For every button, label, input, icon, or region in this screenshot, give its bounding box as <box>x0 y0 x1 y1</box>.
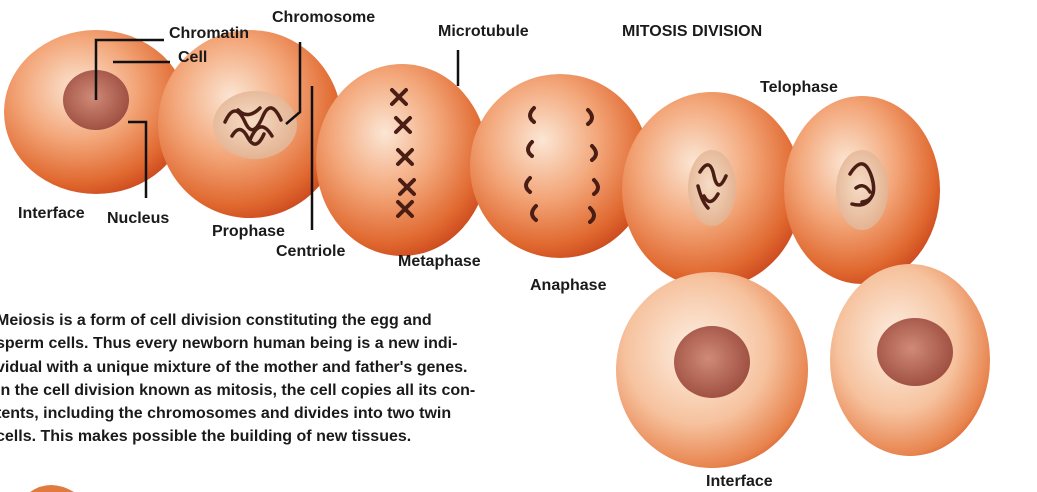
label-prophase: Prophase <box>212 224 285 240</box>
cell-interface-bottom-right <box>830 264 990 456</box>
cell-telophase-right <box>784 96 940 284</box>
description-line: In the cell division known as mitosis, t… <box>0 379 646 402</box>
label-telophase: Telophase <box>760 80 838 96</box>
description-line: vidual with a unique mixture of the moth… <box>0 356 646 379</box>
label-metaphase: Metaphase <box>398 254 481 270</box>
label-microtubule: Microtubule <box>438 24 529 40</box>
label-chromatin: Chromatin <box>169 26 249 42</box>
description-paragraph: Meiosis is a form of cell division const… <box>0 309 646 449</box>
label-centriole: Centriole <box>276 244 345 260</box>
description-line: Meiosis is a form of cell division const… <box>0 309 646 332</box>
label-anaphase: Anaphase <box>530 278 606 294</box>
cell-anaphase <box>470 74 650 258</box>
cell-fragment <box>30 485 74 492</box>
label-nucleus: Nucleus <box>107 211 169 227</box>
description-line: cells. This makes possible the building … <box>0 425 646 448</box>
description-line: sperm cells. Thus every newborn human be… <box>0 332 646 355</box>
diagram-title: MITOSIS DIVISION <box>622 24 762 40</box>
label-interface-top: Interface <box>18 206 85 222</box>
description-line: tents, including the chromosomes and div… <box>0 402 646 425</box>
label-interface-bottom: Interface <box>706 474 773 490</box>
cell-metaphase <box>316 64 488 256</box>
cell-telophase-left <box>622 92 802 288</box>
label-cell: Cell <box>178 50 207 66</box>
label-chromosome: Chromosome <box>272 10 375 26</box>
